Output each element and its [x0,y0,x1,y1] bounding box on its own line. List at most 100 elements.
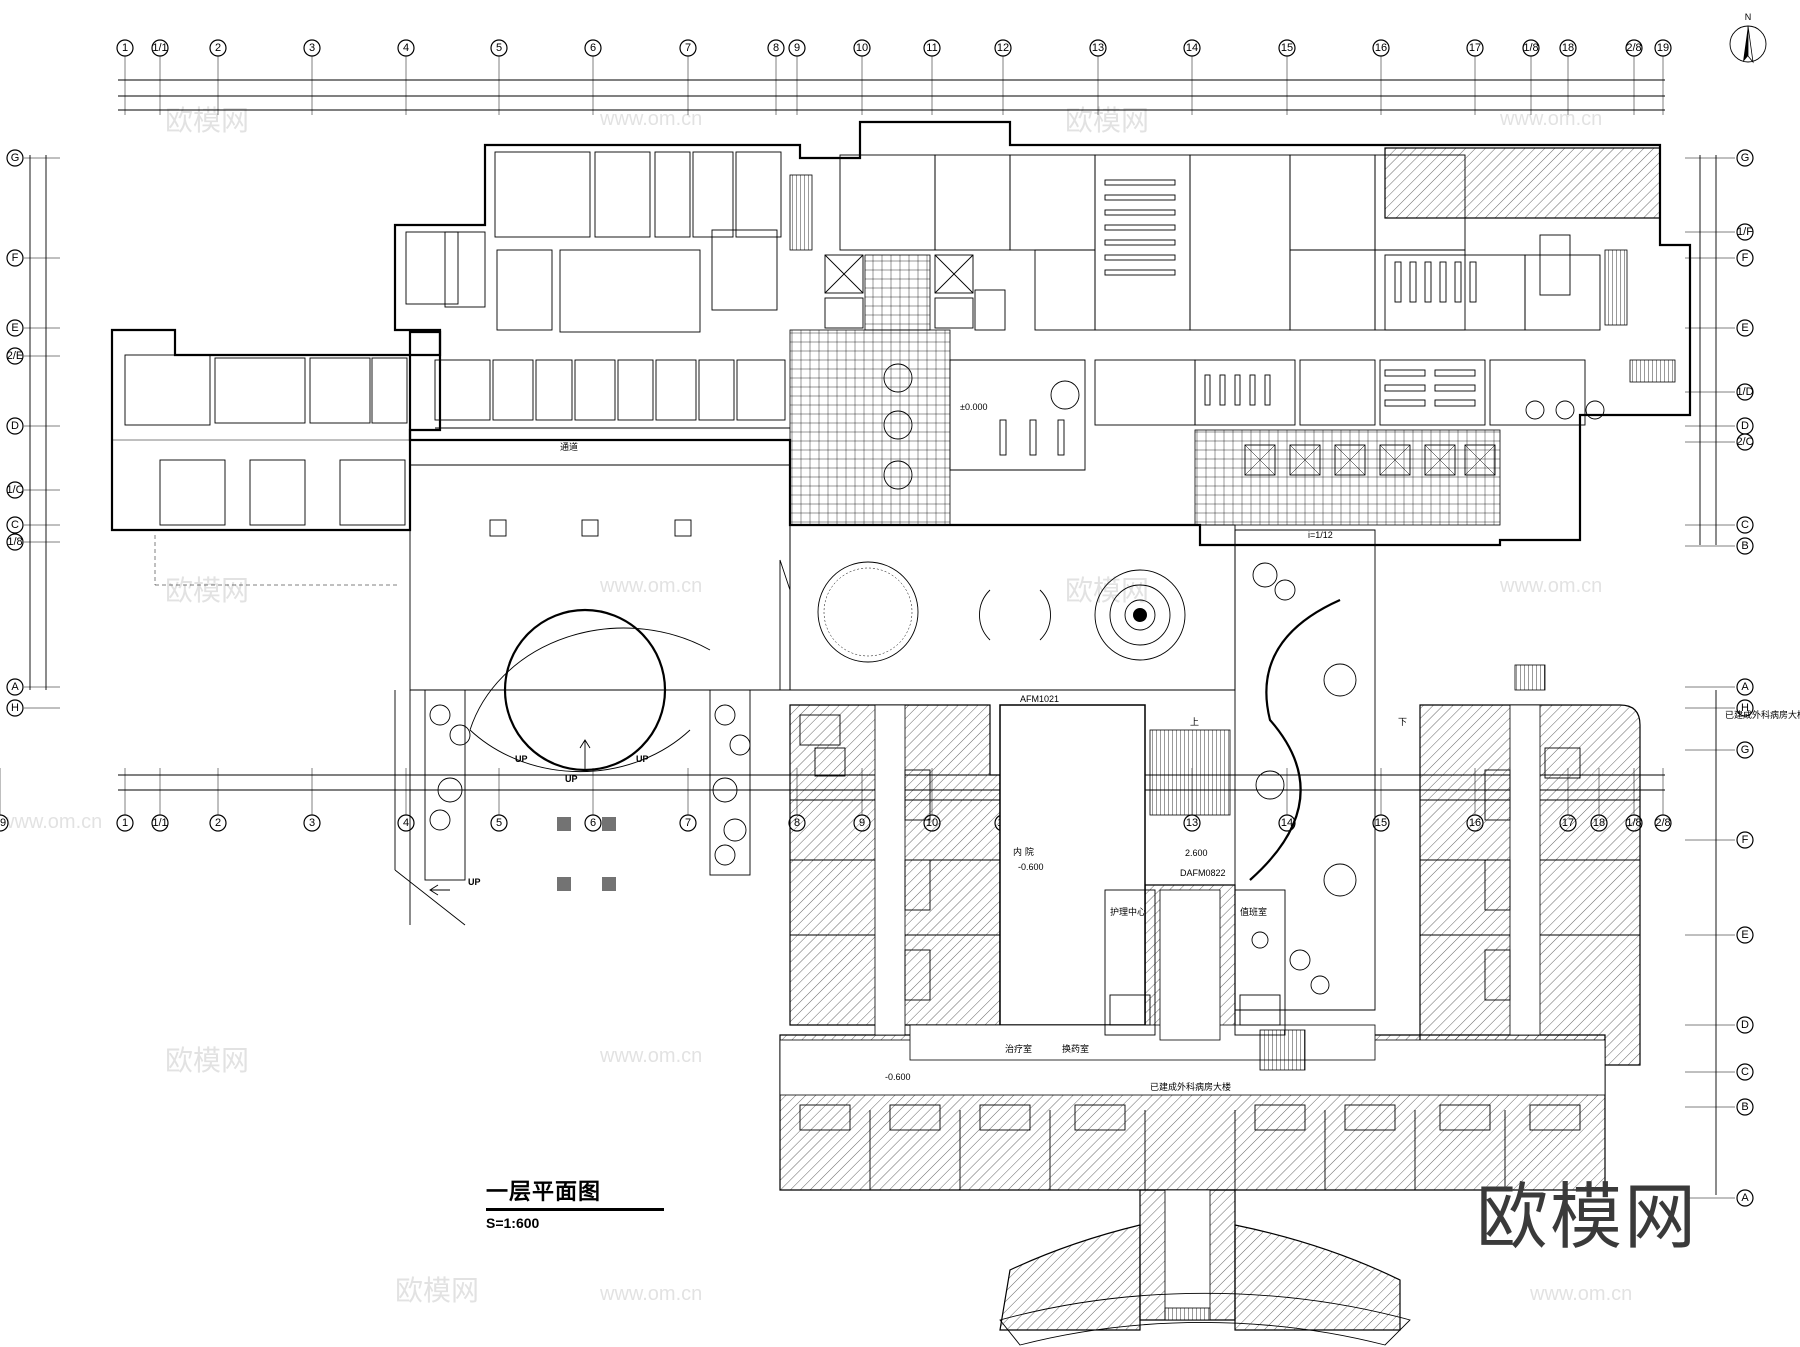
svg-text:6: 6 [590,817,596,829]
axis-bubble-right: B [1736,537,1754,555]
svg-text:A: A [1741,681,1749,693]
up-cn-label: 上 [1190,717,1199,728]
toilet-pods [799,769,1581,1131]
treatment-room-label: 治疗室 [1005,1043,1032,1055]
svg-text:15: 15 [1375,817,1387,829]
svg-text:6: 6 [590,42,596,54]
watermark-url: www.om.cn [1499,108,1602,130]
svg-text:1/C: 1/C [6,484,23,496]
svg-text:C: C [11,519,19,531]
axis-bubble-bottom: 4 [397,814,415,832]
svg-text:11: 11 [926,42,937,54]
axis-bubble-right: H [1736,699,1754,717]
axis-bubble-right: C [1736,516,1754,534]
left-dimension-lines [29,155,47,690]
svg-text:16: 16 [1375,42,1387,54]
svg-text:F: F [12,252,19,264]
title-underline [486,1208,664,1211]
axis-bubble-top: 12 [994,39,1012,57]
axis-bubble-right: G [1736,149,1754,167]
svg-text:B: B [1741,1101,1748,1113]
axis-bubble-top: 3 [303,39,321,57]
axis-bubble-top: 6 [584,39,602,57]
watermark-text: 欧模网 [165,574,249,607]
axis-bubble-right: A [1736,678,1754,696]
svg-text:H: H [11,702,19,714]
up-label: UP [515,754,528,764]
axis-bubble-bottom: 13 [1183,814,1201,832]
north-arrow-icon: N [1729,12,1767,64]
svg-text:D: D [1741,1019,1749,1031]
axis-bubble-left: E [6,319,24,337]
courtyard-level: -0.600 [1018,862,1044,872]
up-label: UP [636,754,649,764]
dressing-room-label: 换药室 [1062,1043,1089,1055]
svg-text:14: 14 [1186,42,1198,54]
svg-text:B: B [1741,540,1748,552]
door-tag: DAFM0822 [1180,868,1226,878]
svg-text:15: 15 [1281,42,1293,54]
svg-text:2/C: 2/C [1736,436,1753,448]
watermarks: 欧模网 欧模网 欧模网 欧模网 欧模网 欧模网 www.om.cn www.om… [0,104,1632,1307]
main-lobby [779,524,1236,691]
axis-bubble-left: G [6,149,24,167]
watermark-url: www.om.cn [599,108,702,130]
svg-text:1/1: 1/1 [152,817,167,829]
watermark-text: 欧模网 [165,1044,249,1077]
svg-text:17: 17 [1469,42,1481,54]
watermark-url: www.om.cn [0,811,102,833]
svg-text:D: D [11,420,19,432]
dropoff-canopy: UP UP UP UP [394,464,791,926]
watermark-url: www.om.cn [599,1045,702,1067]
svg-text:2/8: 2/8 [1626,42,1641,54]
svg-text:3: 3 [309,42,315,54]
plan-title: 一层平面图 [486,1180,602,1205]
brand-logo: 欧模网 [1476,1175,1699,1259]
svg-text:1/8: 1/8 [7,536,22,548]
axis-bubble-top: 10 [853,39,871,57]
corridor-label: 通道 [560,441,578,453]
axis-bubble-top: 8 [767,39,785,57]
axis-bubble-left: D [6,417,24,435]
axis-bubble-right: 2/C [1736,433,1754,451]
svg-text:1: 1 [122,42,128,54]
level-label: 2.600 [1185,848,1208,858]
svg-text:A: A [11,681,19,693]
axis-bubble-right: D [1736,417,1754,435]
courtyard-label: 内 院 [1013,846,1034,858]
axis-bubble-left: 1/C [6,481,24,499]
axis-bubble-bottom: 15 [1372,814,1390,832]
svg-text:10: 10 [856,42,868,54]
door-tag: AFM1021 [1020,694,1059,704]
svg-text:18: 18 [1562,42,1574,54]
axis-bubble-right: C [1736,1063,1754,1081]
axis-bubble-bottom: 6 [584,814,602,832]
axis-bubble-bottom: 19 [0,814,9,832]
axis-bubble-right: F [1736,831,1754,849]
svg-text:9: 9 [794,42,800,54]
axis-bubble-bottom: 1 [116,814,134,832]
axis-bubble-right: D [1736,1016,1754,1034]
watermark-text: 欧模网 [395,1274,479,1307]
axis-bubble-left: H [6,699,24,717]
svg-text:2: 2 [215,42,221,54]
axis-bubble-top: 17 [1466,39,1484,57]
axis-bubble-left: F [6,249,24,267]
svg-text:E: E [1741,929,1748,941]
axis-bubble-top: 1/8 [1522,39,1540,57]
svg-text:A: A [1741,1192,1749,1204]
axis-bubble-top: 16 [1372,39,1390,57]
svg-text:C: C [1741,519,1749,531]
entrance-level: -0.600 [885,1072,911,1082]
watermark-text: 欧模网 [1065,104,1149,137]
slope-label: i=1/12 [1308,530,1333,540]
axis-bubble-top: 7 [679,39,697,57]
axis-bubble-right: A [1736,1189,1754,1207]
axis-bubble-top: 4 [397,39,415,57]
plan-scale: S=1:600 [486,1215,540,1231]
existing-building-label: 已建成外科病房大楼 [1725,709,1800,721]
axis-bubble-top: 1 [116,39,134,57]
